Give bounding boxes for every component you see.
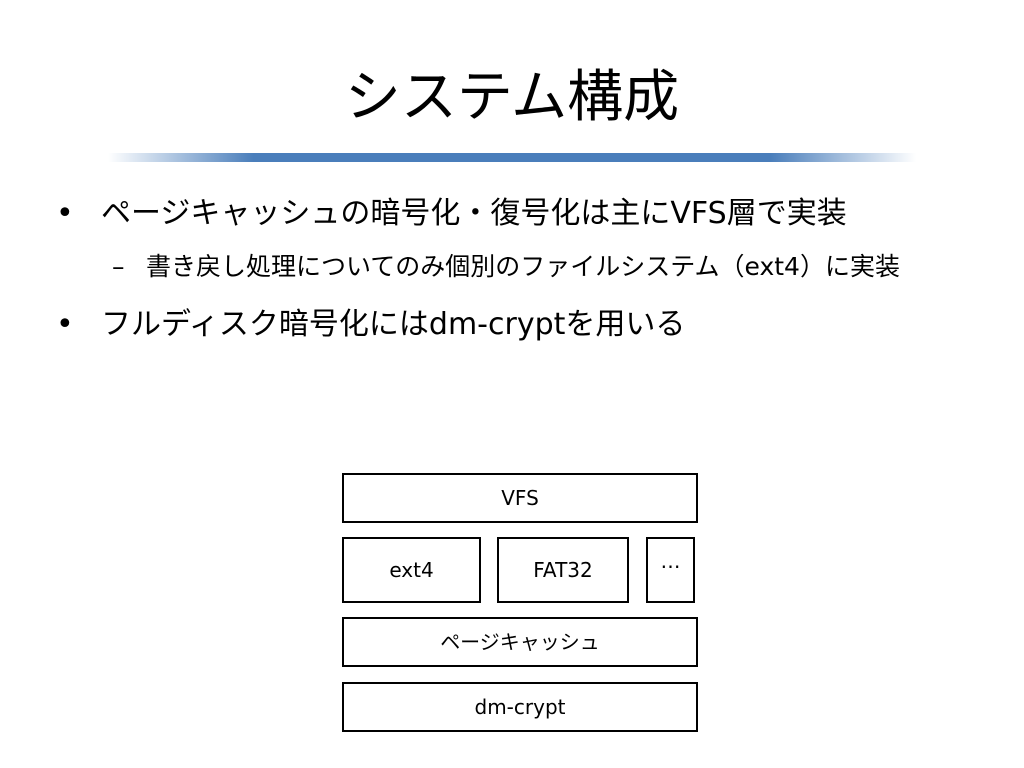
bullet-item-full-disk-encryption: • フルディスク暗号化にはdm-cryptを用いる <box>56 301 956 349</box>
bullet-item-page-cache-encryption: • ページキャッシュの暗号化・復号化は主にVFS層で実装 <box>56 190 956 238</box>
bullet-marker: • <box>56 307 74 342</box>
other-filesystems-box: … <box>646 537 695 603</box>
vfs-layer-box: VFS <box>342 473 698 523</box>
bullet-text: フルディスク暗号化にはdm-cryptを用いる <box>101 307 686 342</box>
slide-title: システム構成 <box>344 65 680 130</box>
sub-bullet-marker: – <box>112 252 125 281</box>
bullet-text: ページキャッシュの暗号化・復号化は主にVFS層で実装 <box>101 196 847 231</box>
title-divider <box>108 153 916 162</box>
bullet-list: • ページキャッシュの暗号化・復号化は主にVFS層で実装 – 書き戻し処理につい… <box>56 190 956 349</box>
ext4-layer-box: ext4 <box>342 537 481 603</box>
dm-crypt-layer-box: dm-crypt <box>342 682 698 732</box>
layer-diagram: VFS ext4 FAT32 … ページキャッシュ dm-crypt <box>341 472 699 734</box>
page-cache-layer-box: ページキャッシュ <box>342 617 698 667</box>
sub-bullet-text: 書き戻し処理についてのみ個別のファイルシステム（ext4）に実装 <box>146 252 900 281</box>
sub-bullet-item-writeback: – 書き戻し処理についてのみ個別のファイルシステム（ext4）に実装 <box>56 248 956 285</box>
fat32-layer-box: FAT32 <box>497 537 629 603</box>
bullet-marker: • <box>56 196 74 231</box>
